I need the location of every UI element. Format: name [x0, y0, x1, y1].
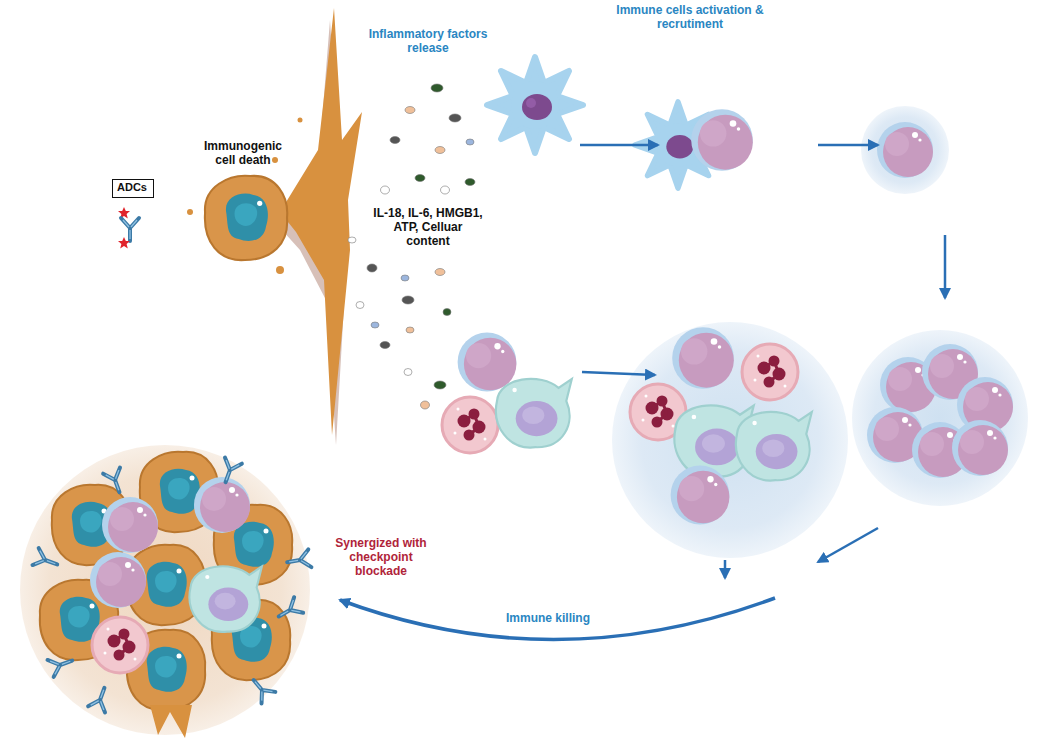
factor-list: IL-18, IL-6, HMGB1, ATP, Celluar content — [371, 207, 485, 248]
release-label: Inflammatory factors release — [353, 28, 503, 56]
label-box: ADCs — [112, 179, 154, 198]
box-text: ADCs — [117, 181, 149, 194]
cell-death-label: Immunogenic cell death — [193, 140, 293, 168]
activation-label: Immune cells activation & recrutiment — [606, 4, 774, 32]
synergy-label: Synergized with checkpoint blockade — [325, 537, 437, 578]
killing-label: Immune killing — [478, 612, 618, 626]
